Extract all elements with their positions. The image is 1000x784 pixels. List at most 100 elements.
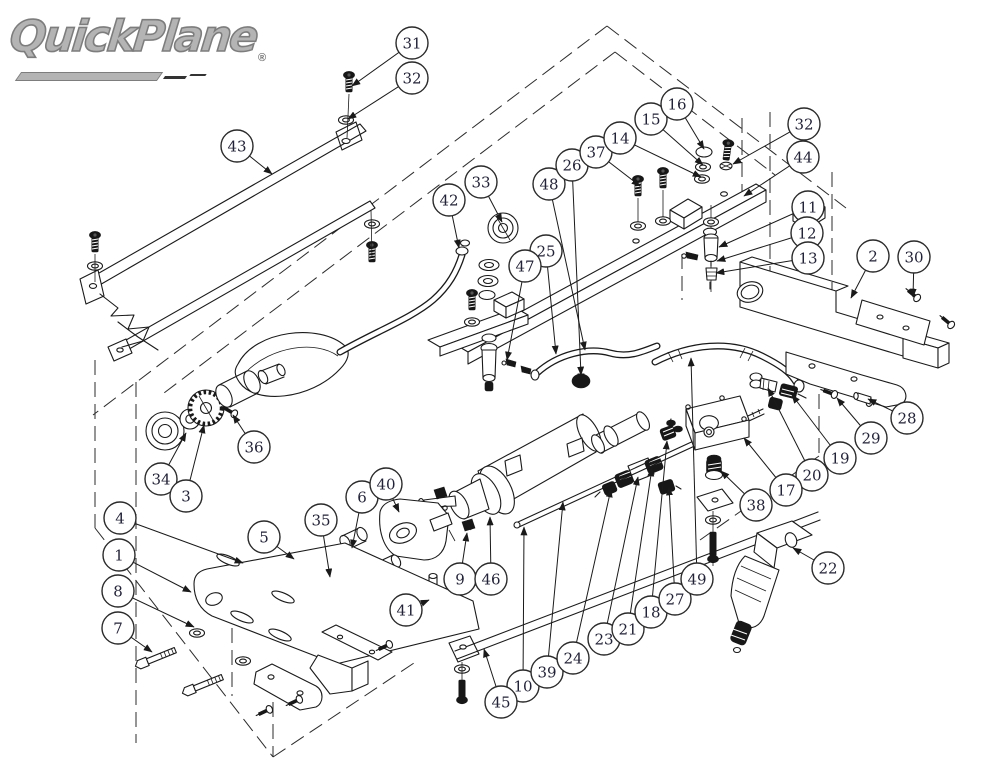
leader-line [665,486,676,600]
balloon-number: 8 [113,583,123,601]
balloon-number: 46 [481,571,500,589]
balloon-number: 44 [793,149,812,167]
callout-1: 1 [102,538,192,593]
balloon-circle [811,551,845,585]
callout-32: 32 [732,107,821,165]
balloon-number: 49 [687,571,706,589]
callout-38: 38 [720,470,773,522]
quickplane-logo: QuickPlane ® [6,10,296,102]
balloon-circle [786,140,820,174]
balloon-circle [530,655,564,689]
balloon-number: 21 [618,621,637,639]
balloon-number: 20 [802,467,821,485]
balloon-circle [787,107,821,141]
balloon-circle [634,102,668,136]
balloon-number: 27 [665,591,684,609]
balloon-circle [369,467,403,501]
callout-16: 16 [660,87,705,150]
balloon-number: 36 [244,439,263,457]
callout-29: 29 [836,397,888,455]
callout-49: 49 [680,357,714,596]
balloon-number: 4 [115,510,125,528]
callout-12: 12 [716,216,824,262]
part-bearing-sprocket-roller [145,363,286,451]
balloon-circle [660,87,694,121]
balloon-number: 34 [151,471,170,489]
callout-32: 32 [347,61,429,120]
callout-22: 22 [792,547,845,585]
balloon-number: 35 [311,512,330,530]
balloon-circle [603,121,637,155]
balloon-number: 9 [455,571,465,589]
balloon-number: 11 [798,199,817,217]
balloon-circle [101,611,135,645]
balloon-circle [556,641,590,675]
balloon-number: 45 [491,694,510,712]
callout-41: 41 [389,593,430,627]
balloon-circle [791,241,825,275]
balloon-number: 10 [513,678,532,696]
balloon-number: 12 [797,225,816,243]
balloon-circle [890,401,924,435]
part-filter-regulator [730,520,813,654]
balloon-number: 39 [537,664,556,682]
balloon-number: 25 [536,243,555,261]
balloon-number: 42 [439,192,458,210]
balloon-number: 28 [897,410,916,428]
callout-47: 47 [505,249,542,361]
leader-line [520,526,528,687]
callout-43: 43 [220,129,273,175]
callout-18: 18 [634,440,670,629]
balloon-number: 37 [586,144,605,162]
balloon-circle [658,582,692,616]
balloon-circle [795,458,829,492]
balloon-number: 23 [594,631,613,649]
callout-13: 13 [715,241,825,276]
callout-31: 31 [351,26,429,87]
balloon-circle [395,61,429,95]
callout-24: 24 [556,488,613,675]
balloon-number: 17 [776,482,795,500]
balloon-number: 18 [641,604,660,622]
balloon-number: 32 [402,70,421,88]
balloon-number: 1 [114,547,124,565]
leader-line [119,517,244,564]
balloon-number: 16 [667,96,686,114]
balloon-number: 32 [794,116,813,134]
leader-line [627,467,655,630]
balloon-circle [432,183,466,217]
callout-2: 2 [850,239,890,299]
balloon-circle [247,520,281,554]
balloon-number: 26 [562,157,581,175]
balloon-circle [144,462,178,496]
callout-46: 46 [474,516,508,596]
leader-line [571,164,585,376]
part-lower-bracket [749,351,907,411]
callout-19: 19 [791,394,857,475]
balloon-circle [823,441,857,475]
balloon-circle [856,239,890,273]
balloon-circle [220,129,254,163]
balloon-number: 47 [515,258,534,276]
part-guide-plate-bearing [427,212,532,392]
balloon-circle [739,488,773,522]
callout-33: 33 [464,165,503,223]
balloon-number: 31 [402,35,421,53]
part-valve-block [666,395,750,481]
balloon-circle [769,473,803,507]
balloon-circle [464,165,498,199]
callout-35: 35 [304,503,338,578]
balloon-number: 43 [227,138,246,156]
callout-27: 27 [658,486,692,616]
callout-17: 17 [743,437,803,507]
callout-21: 21 [611,467,655,646]
leader-line [545,250,559,355]
balloon-circle [389,593,423,627]
callout-36: 36 [232,414,271,464]
balloon-number: 19 [830,450,849,468]
part-valve-fitting-stack [681,205,720,292]
balloon-circle [474,562,508,596]
callout-45: 45 [483,648,518,719]
